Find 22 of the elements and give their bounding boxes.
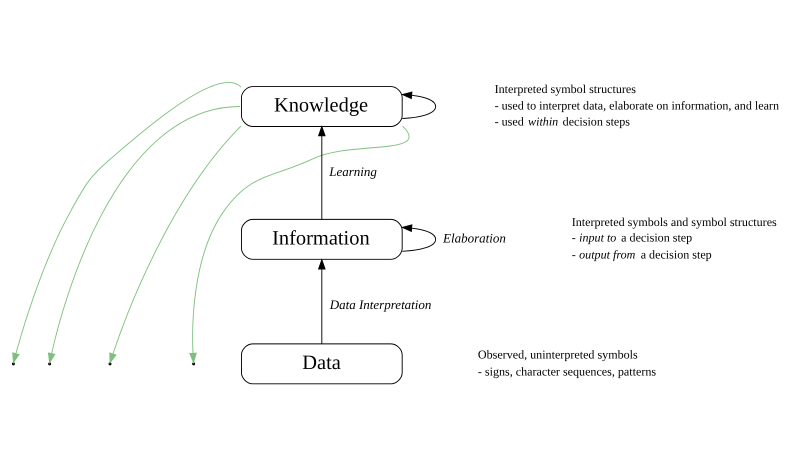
node-box: Knowledge: [241, 86, 403, 127]
node-label: Interpreted symbol structures: [494, 82, 636, 96]
node-label: - signs, character sequences, patterns: [478, 364, 656, 378]
arrow: [12, 82, 242, 364]
arrow: [400, 91, 436, 119]
edge-label: Data Interpretation: [330, 296, 432, 312]
arrow: [48, 106, 241, 364]
node-label: - used to interpret data, elaborate on information, and learn: [494, 98, 779, 113]
edge-label: Elaboration: [443, 230, 506, 246]
arrow: [318, 125, 326, 220]
node-label: - input to a decision step: [572, 230, 692, 245]
arrow: [400, 224, 436, 252]
node-label: Interpreted symbols and symbol structures: [572, 214, 777, 229]
node-label: Observed, uninterpreted symbols: [478, 348, 638, 362]
arrow: [109, 126, 242, 364]
edge-label: Learning: [329, 164, 377, 179]
node-label: - used within decision steps: [494, 114, 630, 128]
node-box: Information: [241, 218, 403, 260]
node-box: Data: [241, 343, 403, 384]
arrow: [189, 126, 410, 364]
node-label: - output from a decision step: [572, 247, 712, 262]
arrow: [318, 258, 326, 344]
